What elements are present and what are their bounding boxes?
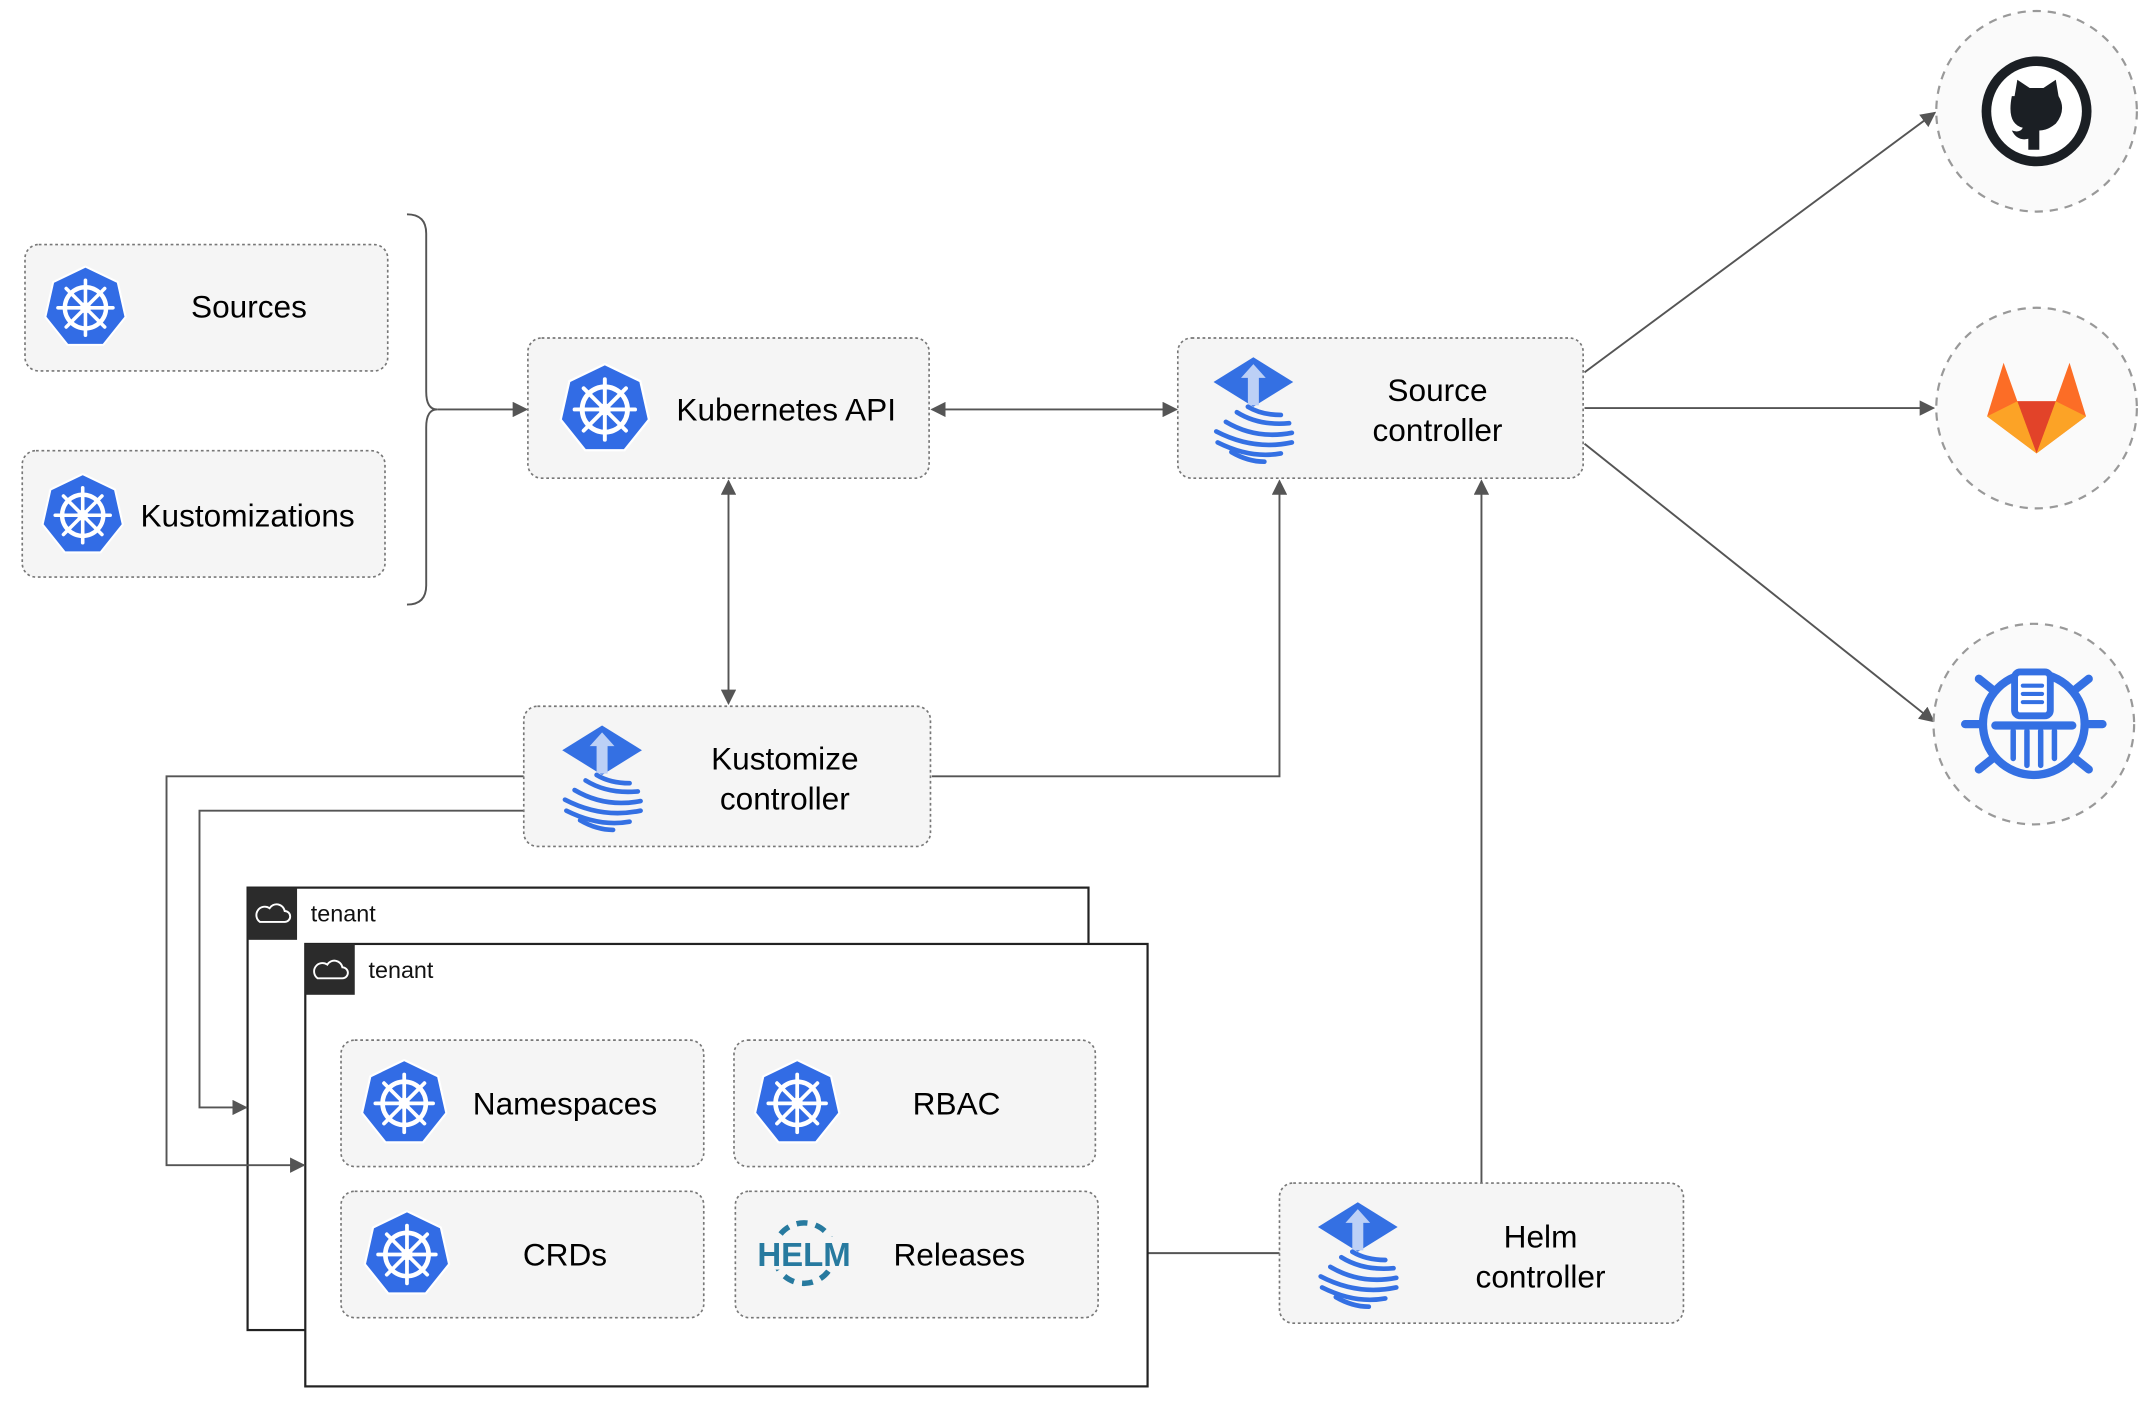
kubernetes-api-node[interactable]: Kubernetes API (527, 337, 930, 479)
helm-icon: HELM (755, 1220, 853, 1287)
crds-node[interactable]: CRDs (340, 1190, 705, 1319)
helm-controller-label: controller (1476, 1258, 1606, 1294)
kustomizations-node[interactable]: Kustomizations (21, 449, 386, 578)
kustomize-controller-label: Kustomize (711, 740, 858, 776)
source-controller-label: controller (1373, 412, 1503, 448)
kustomize-controller-node[interactable]: Kustomize controller (522, 705, 932, 848)
rbac-label: RBAC (913, 1085, 1001, 1121)
github-node[interactable] (1935, 9, 2138, 213)
crds-label: CRDs (523, 1236, 607, 1272)
releases-node[interactable]: HELM Releases (734, 1190, 1099, 1319)
source-controller-label: Source (1387, 372, 1487, 408)
tenant-label: tenant (369, 957, 434, 983)
svg-text:HELM: HELM (757, 1236, 850, 1273)
sources-label: Sources (191, 288, 307, 324)
gitlab-icon (1987, 362, 2087, 454)
arrow-kustomize-tenant-front (165, 775, 524, 1173)
rbac-node[interactable]: RBAC (733, 1039, 1097, 1168)
gitlab-node[interactable] (1935, 306, 2138, 510)
tenant-label: tenant (311, 901, 376, 927)
helm-controller-node[interactable]: Helm controller (1278, 1182, 1685, 1325)
releases-label: Releases (893, 1236, 1025, 1272)
arrow-source-bucket (1583, 443, 1935, 723)
arrow-kustomize-tenant-back (198, 809, 524, 1116)
kustomize-controller-label: controller (720, 780, 850, 816)
bucket-icon (1960, 668, 2107, 780)
helm-controller-label: Helm (1504, 1219, 1578, 1255)
bucket-node[interactable] (1932, 622, 2136, 826)
namespaces-node[interactable]: Namespaces (340, 1039, 705, 1168)
github-icon (1981, 56, 2092, 167)
cloud-icon (313, 959, 349, 980)
kubernetes-api-label: Kubernetes API (676, 391, 896, 427)
cloud-icon (255, 903, 292, 923)
sources-node[interactable]: Sources (24, 243, 389, 372)
arrow-source-github (1583, 111, 1937, 374)
arrow-kustomize-source (931, 479, 1288, 778)
kustomizations-label: Kustomizations (140, 497, 354, 533)
resources-brace (406, 213, 438, 606)
source-controller-node[interactable]: Source controller (1176, 337, 1584, 479)
namespaces-label: Namespaces (473, 1085, 657, 1121)
